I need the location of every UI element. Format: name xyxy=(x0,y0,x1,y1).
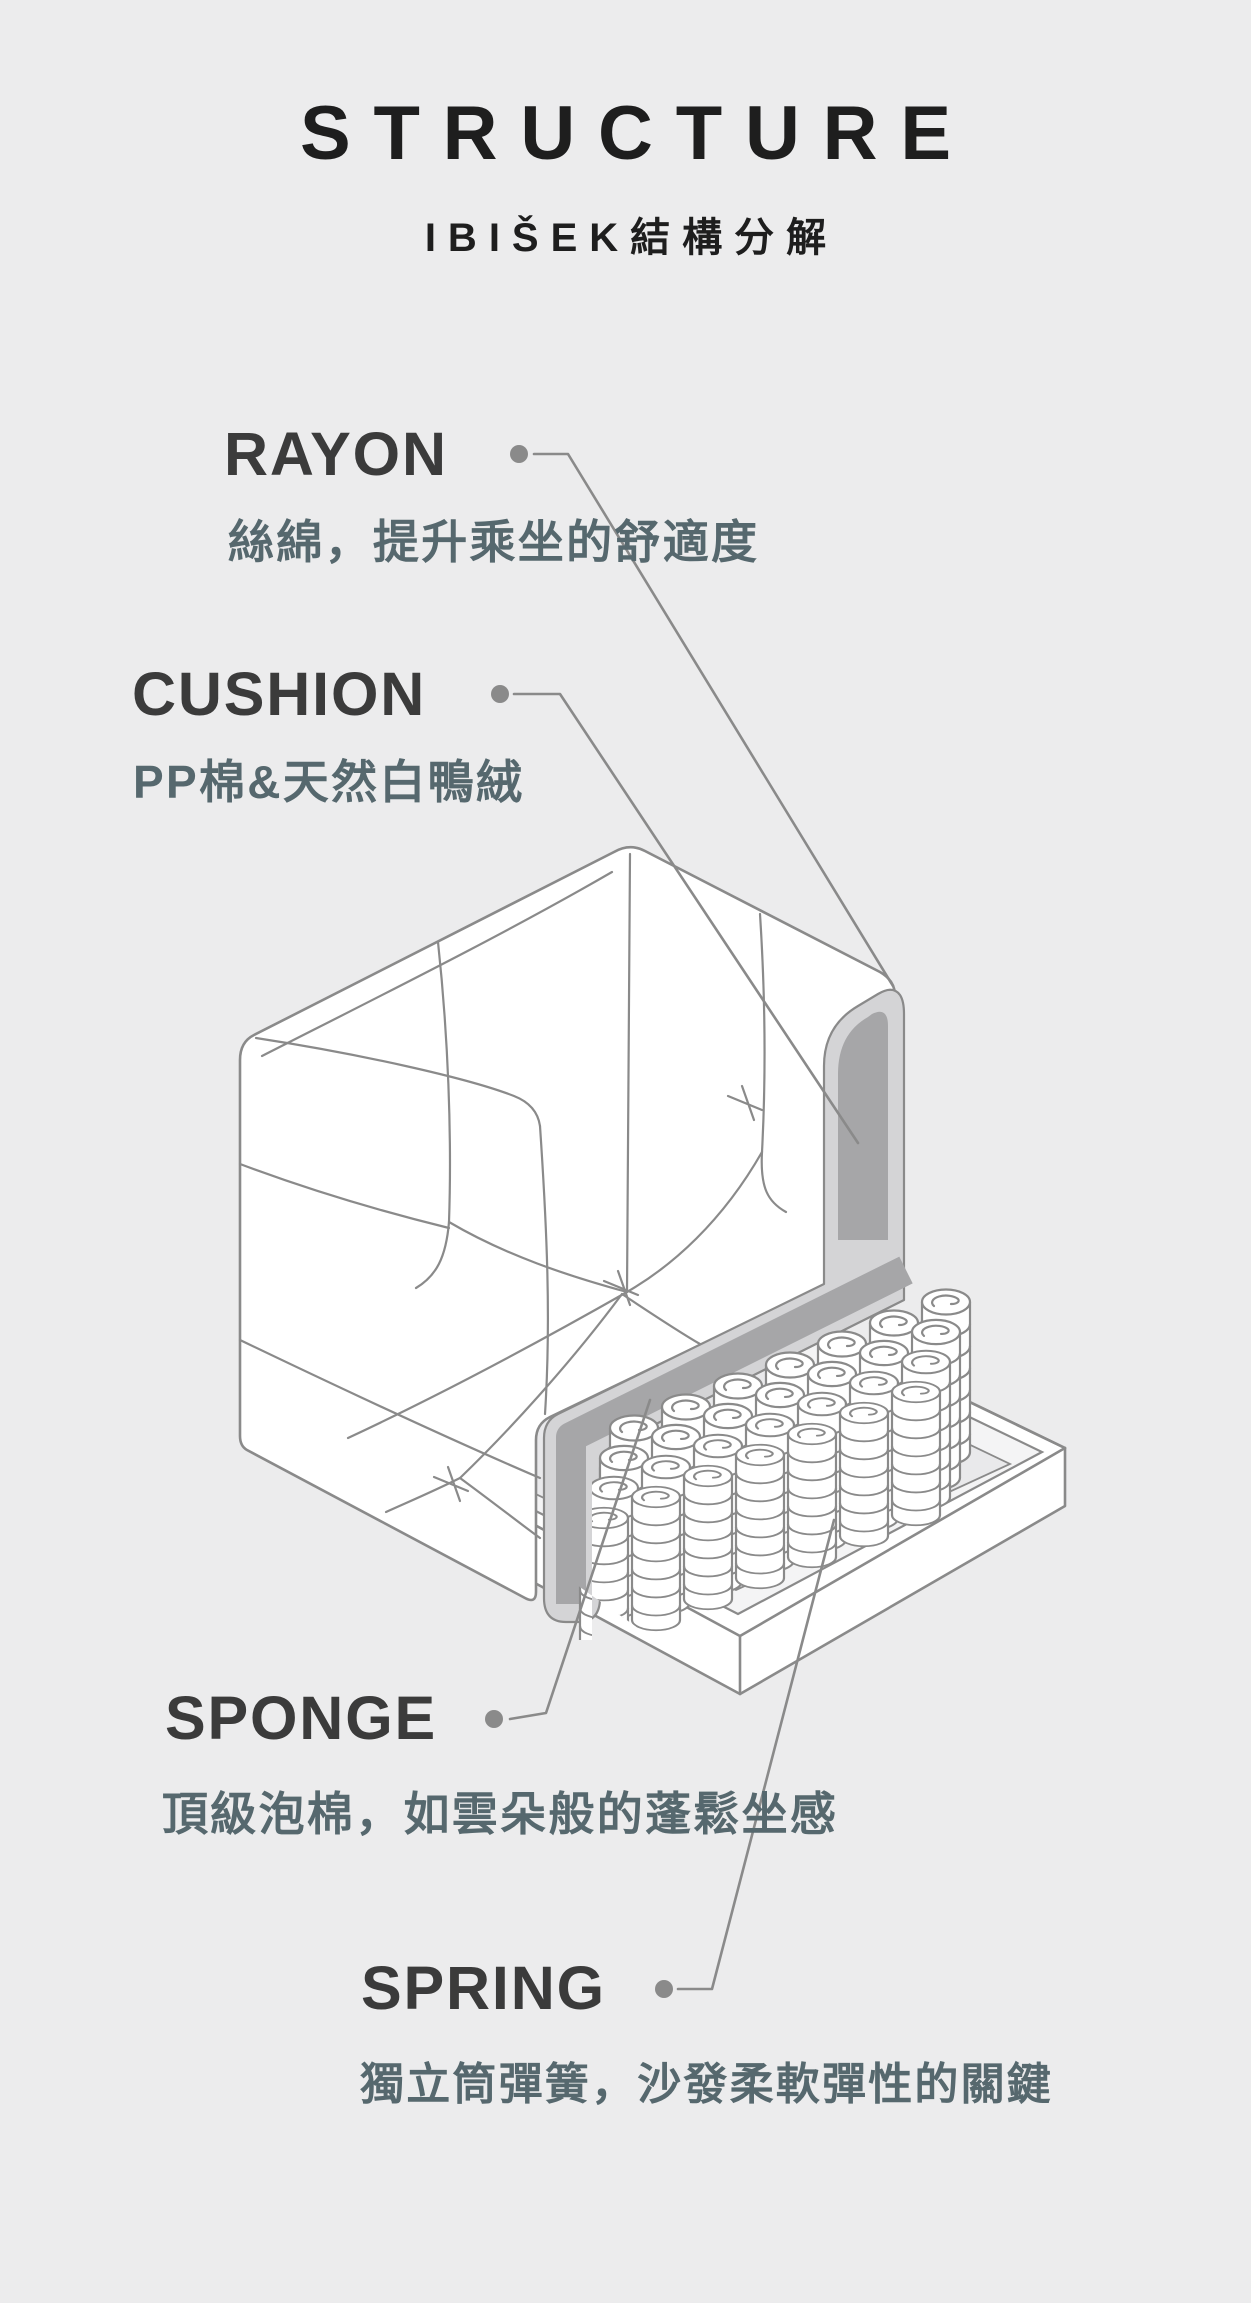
material-desc-spring: 獨立筒彈簧，沙發柔軟彈性的關鍵 xyxy=(360,2060,1053,2109)
material-desc-rayon: 絲綿，提升乘坐的舒適度 xyxy=(228,516,760,568)
sponge-cutaway-layer xyxy=(542,988,913,1624)
leader-lines xyxy=(485,445,895,1998)
material-desc-sponge: 頂級泡棉，如雲朵般的蓬鬆坐感 xyxy=(162,1788,839,1840)
material-label-rayon: RAYON xyxy=(224,420,448,488)
sponge-dark-band xyxy=(556,1256,913,1604)
upholstery-seams xyxy=(238,852,788,1540)
page-subtitle: IBIŠEK結構分解 xyxy=(424,216,839,260)
sponge-leader-line xyxy=(508,1398,652,1721)
sponge-leader-dot-icon xyxy=(485,1710,503,1728)
tuft-marks xyxy=(432,1084,764,1503)
cushion-leader-line xyxy=(512,692,860,1145)
cushion-dark-panel xyxy=(838,1011,888,1240)
page-title: STRUCTURE xyxy=(299,91,974,176)
rayon-leader-line xyxy=(532,452,895,988)
spring-leader-line xyxy=(676,1518,836,1991)
cushion-leader-dot-icon xyxy=(491,685,509,703)
material-label-sponge: SPONGE xyxy=(165,1684,437,1752)
material-desc-cushion: PP棉&天然白鴨絨 xyxy=(133,756,525,808)
material-label-spring: SPRING xyxy=(361,1954,606,2022)
spring-leader-dot-icon xyxy=(655,1980,673,1998)
material-label-cushion: CUSHION xyxy=(132,660,427,728)
rayon-leader-dot-icon xyxy=(510,445,528,463)
